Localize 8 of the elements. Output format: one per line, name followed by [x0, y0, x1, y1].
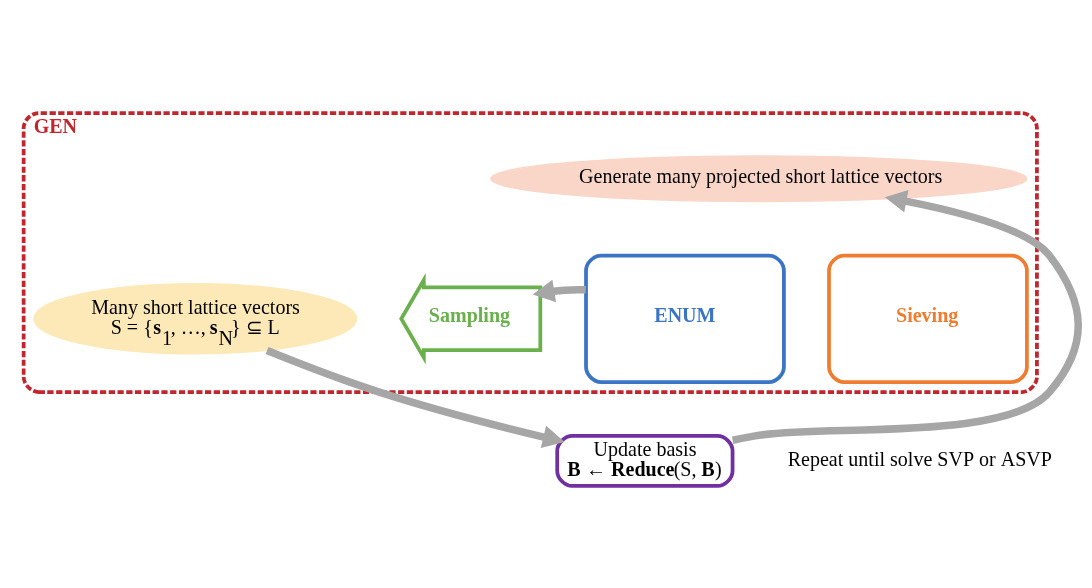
arrow — [731, 189, 1082, 444]
arrow — [265, 346, 565, 448]
node-ellipse: Generate many projected short lattice vectors — [490, 154, 1028, 202]
node-box: Sieving — [827, 253, 1029, 384]
node-box: Update basis B ← Reduce(S, B) — [555, 433, 735, 488]
node-box: ENUM — [584, 253, 786, 384]
label: Repeat until solve SVP or ASVP — [787, 447, 1052, 470]
arrow — [532, 279, 586, 302]
